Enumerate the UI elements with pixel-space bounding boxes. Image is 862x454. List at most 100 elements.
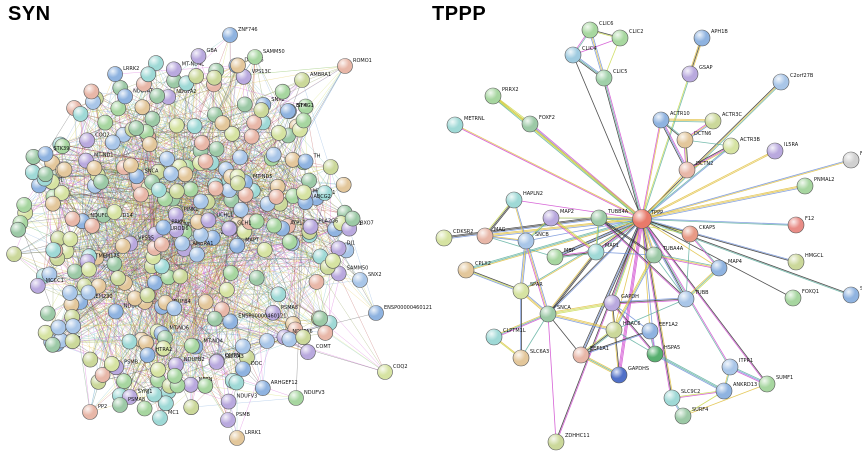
syn-node[interactable]	[208, 141, 225, 157]
tppp-node-metrnl[interactable]: METRNL	[446, 116, 485, 134]
syn-node[interactable]	[104, 356, 120, 372]
syn-node[interactable]	[174, 235, 190, 252]
syn-node[interactable]	[84, 218, 100, 234]
syn-node[interactable]	[325, 252, 341, 269]
tppp-node-actr10[interactable]: ACTR10	[652, 111, 690, 129]
syn-node[interactable]	[317, 325, 334, 341]
tppp-node-gsap[interactable]: GSAP	[681, 65, 713, 83]
syn-node[interactable]	[206, 69, 223, 86]
syn-node[interactable]	[37, 324, 54, 341]
tppp-node-dctn2[interactable]: DCTN2	[678, 161, 713, 179]
syn-node[interactable]	[45, 242, 62, 258]
syn-node[interactable]	[39, 305, 56, 322]
tppp-node-gapdhs[interactable]: GAPDHS	[610, 366, 649, 384]
syn-node[interactable]: COQ2	[79, 132, 110, 149]
tppp-node-actr3b[interactable]: ACTR3B	[722, 137, 761, 155]
syn-node[interactable]	[248, 213, 265, 230]
syn-node[interactable]: GCH1	[221, 221, 252, 237]
tppp-node-hspa5[interactable]: HSPA5	[646, 345, 680, 363]
syn-node[interactable]	[182, 181, 199, 198]
syn-node[interactable]	[270, 125, 287, 141]
tppp-node-c2orf27b[interactable]: C2orf27B	[772, 73, 814, 91]
syn-node[interactable]: PSMA8	[265, 305, 299, 321]
tppp-node-sf[interactable]: SF	[842, 286, 862, 304]
syn-node[interactable]	[138, 334, 154, 351]
syn-node[interactable]	[106, 204, 123, 220]
syn-node[interactable]	[64, 333, 81, 350]
tppp-node-snca[interactable]: SNCA	[539, 305, 571, 323]
tppp-node-foxf2[interactable]: FOXF2	[521, 115, 555, 133]
syn-node[interactable]	[214, 115, 231, 131]
syn-node[interactable]	[146, 386, 163, 403]
syn-node[interactable]	[312, 310, 329, 327]
syn-node[interactable]	[110, 270, 126, 287]
syn-node[interactable]	[155, 340, 172, 357]
syn-node[interactable]	[248, 270, 265, 286]
syn-node[interactable]	[281, 234, 298, 250]
syn-node[interactable]	[188, 68, 204, 84]
syn-node[interactable]: NDUFV3	[288, 390, 325, 406]
syn-node[interactable]: SNX2	[352, 272, 382, 288]
syn-node[interactable]	[110, 100, 127, 117]
syn-node[interactable]	[184, 337, 200, 354]
syn-node[interactable]: SAMM50	[247, 49, 285, 65]
tppp-node-dctn6[interactable]: DCTN6	[676, 131, 711, 149]
syn-node[interactable]	[41, 266, 58, 283]
syn-node[interactable]	[128, 120, 144, 136]
syn-node[interactable]	[151, 182, 167, 198]
syn-node[interactable]: UCHL1	[200, 212, 233, 229]
syn-node[interactable]: MAPT	[229, 238, 260, 254]
syn-node[interactable]	[154, 236, 170, 253]
syn-node[interactable]: PLA2G6	[302, 219, 338, 235]
syn-node[interactable]	[335, 177, 352, 193]
syn-node[interactable]	[265, 146, 282, 163]
syn-node[interactable]	[253, 102, 270, 118]
tppp-node-slc6a3[interactable]: SLC6A3	[512, 349, 549, 367]
tppp-node-actr3c[interactable]: ACTR3C	[704, 112, 743, 130]
syn-node[interactable]	[62, 231, 79, 247]
tppp-node-itpr1[interactable]: ITPR1	[721, 358, 753, 376]
syn-node[interactable]	[121, 333, 138, 350]
syn-node[interactable]	[56, 161, 73, 178]
syn-node[interactable]	[284, 152, 301, 168]
syn-node[interactable]: MCCC1	[29, 278, 64, 294]
syn-node[interactable]	[256, 242, 273, 258]
tppp-node-tppp[interactable]: TPPP	[632, 209, 664, 229]
syn-node[interactable]: PP2	[147, 275, 172, 291]
tppp-node-slc9c2[interactable]: SLC9C2	[663, 389, 700, 407]
tppp-node-f12[interactable]: F12	[787, 216, 814, 234]
syn-node[interactable]	[94, 367, 111, 383]
tppp-node-map4[interactable]: MAP4	[710, 259, 742, 277]
tppp-node-clptm1l[interactable]: CLPTM1L	[485, 328, 526, 346]
syn-node[interactable]	[223, 265, 239, 281]
syn-node[interactable]	[193, 227, 209, 243]
syn-node[interactable]	[163, 166, 179, 182]
syn-node[interactable]	[159, 151, 175, 167]
syn-node[interactable]	[54, 138, 71, 154]
syn-node[interactable]	[186, 118, 203, 134]
tppp-node-tubb4a[interactable]: TUBB4A	[590, 209, 629, 227]
tppp-node-map2[interactable]: MAP2	[542, 209, 574, 227]
syn-node[interactable]	[16, 197, 33, 213]
tppp-node-clic6[interactable]: CLIC6	[581, 21, 613, 39]
syn-node[interactable]	[83, 83, 100, 100]
syn-node[interactable]	[193, 193, 209, 210]
syn-node[interactable]: ROMO1	[337, 58, 372, 74]
tppp-node-ckap5[interactable]: CKAP5	[681, 225, 715, 243]
tppp-node-fo[interactable]: FO	[842, 151, 862, 169]
tppp-node-spar[interactable]: SPAR	[512, 282, 543, 300]
syn-node[interactable]	[237, 187, 254, 203]
syn-node[interactable]: VPS13C	[235, 69, 272, 85]
syn-node[interactable]	[308, 274, 325, 290]
syn-node[interactable]: NDUFV3	[220, 394, 257, 410]
syn-node[interactable]	[296, 184, 312, 201]
tppp-node-gapdh[interactable]: GAPDH	[603, 294, 639, 312]
syn-node[interactable]	[243, 128, 260, 145]
tppp-node-tubb[interactable]: TUBB	[677, 290, 709, 308]
tppp-node-prrx2[interactable]: PRRX2	[484, 87, 519, 105]
syn-node[interactable]	[167, 367, 183, 384]
syn-node[interactable]	[281, 331, 298, 348]
syn-node[interactable]: COMT	[300, 344, 332, 360]
syn-node[interactable]	[139, 287, 156, 304]
syn-node[interactable]	[80, 284, 97, 301]
